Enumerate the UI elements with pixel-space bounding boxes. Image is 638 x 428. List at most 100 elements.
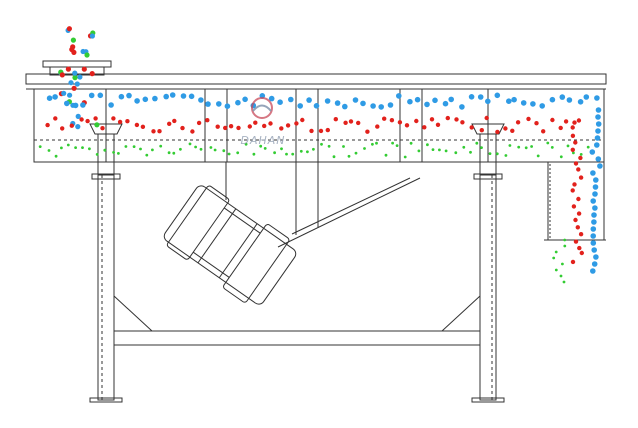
coarse-particle <box>595 128 601 134</box>
feed-particle <box>89 71 95 77</box>
coarse-particle <box>342 103 348 110</box>
coarse-particle <box>97 92 104 99</box>
medium-particle <box>382 116 387 121</box>
medium-particle <box>570 259 576 265</box>
medium-particle <box>134 122 140 128</box>
coarse-particle <box>595 114 601 120</box>
coarse-particle <box>180 93 187 99</box>
fine-particle <box>561 262 564 266</box>
fine-particle <box>332 155 336 159</box>
feed-particle <box>71 85 77 91</box>
coarse-particle <box>590 170 596 176</box>
fine-particle <box>347 154 351 158</box>
medium-particle <box>196 120 202 126</box>
fine-particle <box>145 153 149 157</box>
coarse-particle <box>277 99 283 105</box>
medium-particle <box>125 119 130 124</box>
feed-particle <box>66 26 72 32</box>
medium-particle <box>570 147 575 152</box>
fine-particle <box>88 147 91 151</box>
fine-particle <box>579 153 583 156</box>
medium-particle <box>534 121 539 126</box>
medium-particle <box>576 196 581 202</box>
fine-particle <box>273 151 276 155</box>
coarse-particle <box>88 92 95 99</box>
coarse-particle <box>590 240 597 246</box>
feed-particle <box>70 37 76 43</box>
fine-particle <box>546 141 550 145</box>
fine-particle <box>354 151 358 155</box>
medium-particle <box>285 123 291 128</box>
fine-particle <box>285 152 288 156</box>
fine-particle <box>222 149 226 153</box>
coarse-particle <box>134 98 140 104</box>
coarse-particle <box>142 96 149 103</box>
coarse-particle <box>590 268 596 274</box>
screen-body <box>33 88 605 163</box>
feed-particle <box>94 122 100 128</box>
coarse-particle <box>595 156 602 162</box>
coarse-particle <box>590 198 596 204</box>
inlet-neck <box>49 66 105 76</box>
fine-particle <box>391 141 394 145</box>
fine-particle <box>312 147 315 151</box>
cross-brace <box>113 295 481 346</box>
feed-particle <box>89 33 95 39</box>
medium-particle <box>157 129 162 134</box>
coarse-particle <box>591 212 597 218</box>
medium-particle <box>180 125 185 131</box>
coarse-particle <box>593 177 599 183</box>
medium-particle <box>140 124 146 129</box>
feed-particle <box>84 52 90 58</box>
coarse-particle <box>360 100 366 107</box>
medium-particle <box>111 116 116 121</box>
fine-particle <box>409 141 413 145</box>
feed-particle <box>77 74 83 80</box>
fine-particle <box>559 274 563 278</box>
medium-particle <box>215 124 220 129</box>
medium-particle <box>435 122 441 128</box>
coarse-particle <box>566 97 573 103</box>
medium-particle <box>279 126 284 131</box>
medium-particle <box>563 119 569 124</box>
medium-particle <box>573 161 579 166</box>
coarse-particle <box>448 96 455 103</box>
fine-particle <box>403 155 407 159</box>
fine-particle <box>562 280 566 284</box>
medium-particle <box>294 121 299 126</box>
medium-particle <box>578 232 584 237</box>
medium-particle <box>495 129 500 135</box>
coarse-particle <box>387 102 394 108</box>
fine-particle <box>209 146 213 149</box>
material-particles <box>38 26 603 284</box>
feed-particle <box>67 92 73 98</box>
fine-particle <box>438 148 441 152</box>
medium-particle <box>579 250 584 256</box>
medium-particle <box>389 118 395 123</box>
coarse-particle <box>539 103 545 109</box>
coarse-particle <box>432 97 438 104</box>
fine-particle <box>124 145 128 148</box>
coarse-particle <box>72 102 79 109</box>
fine-particle <box>60 146 63 150</box>
medium-particle <box>526 116 531 122</box>
medium-particle <box>333 117 338 122</box>
fine-particle <box>199 147 203 151</box>
medium-particle <box>578 155 583 161</box>
fine-particle <box>159 144 163 148</box>
medium-particle <box>151 129 156 134</box>
coarse-particle <box>313 103 320 109</box>
coarse-particle <box>594 142 600 148</box>
coarse-particle <box>592 205 598 211</box>
fine-particle <box>172 151 176 155</box>
medium-particle <box>570 133 576 138</box>
coarse-particle <box>242 96 248 103</box>
coarse-particle <box>577 99 584 105</box>
fine-particle <box>342 145 345 148</box>
coarse-particle <box>520 100 527 106</box>
fine-particle <box>395 144 399 148</box>
medium-particle <box>570 125 575 130</box>
fine-particle <box>554 250 558 254</box>
coarse-particle <box>370 103 376 109</box>
